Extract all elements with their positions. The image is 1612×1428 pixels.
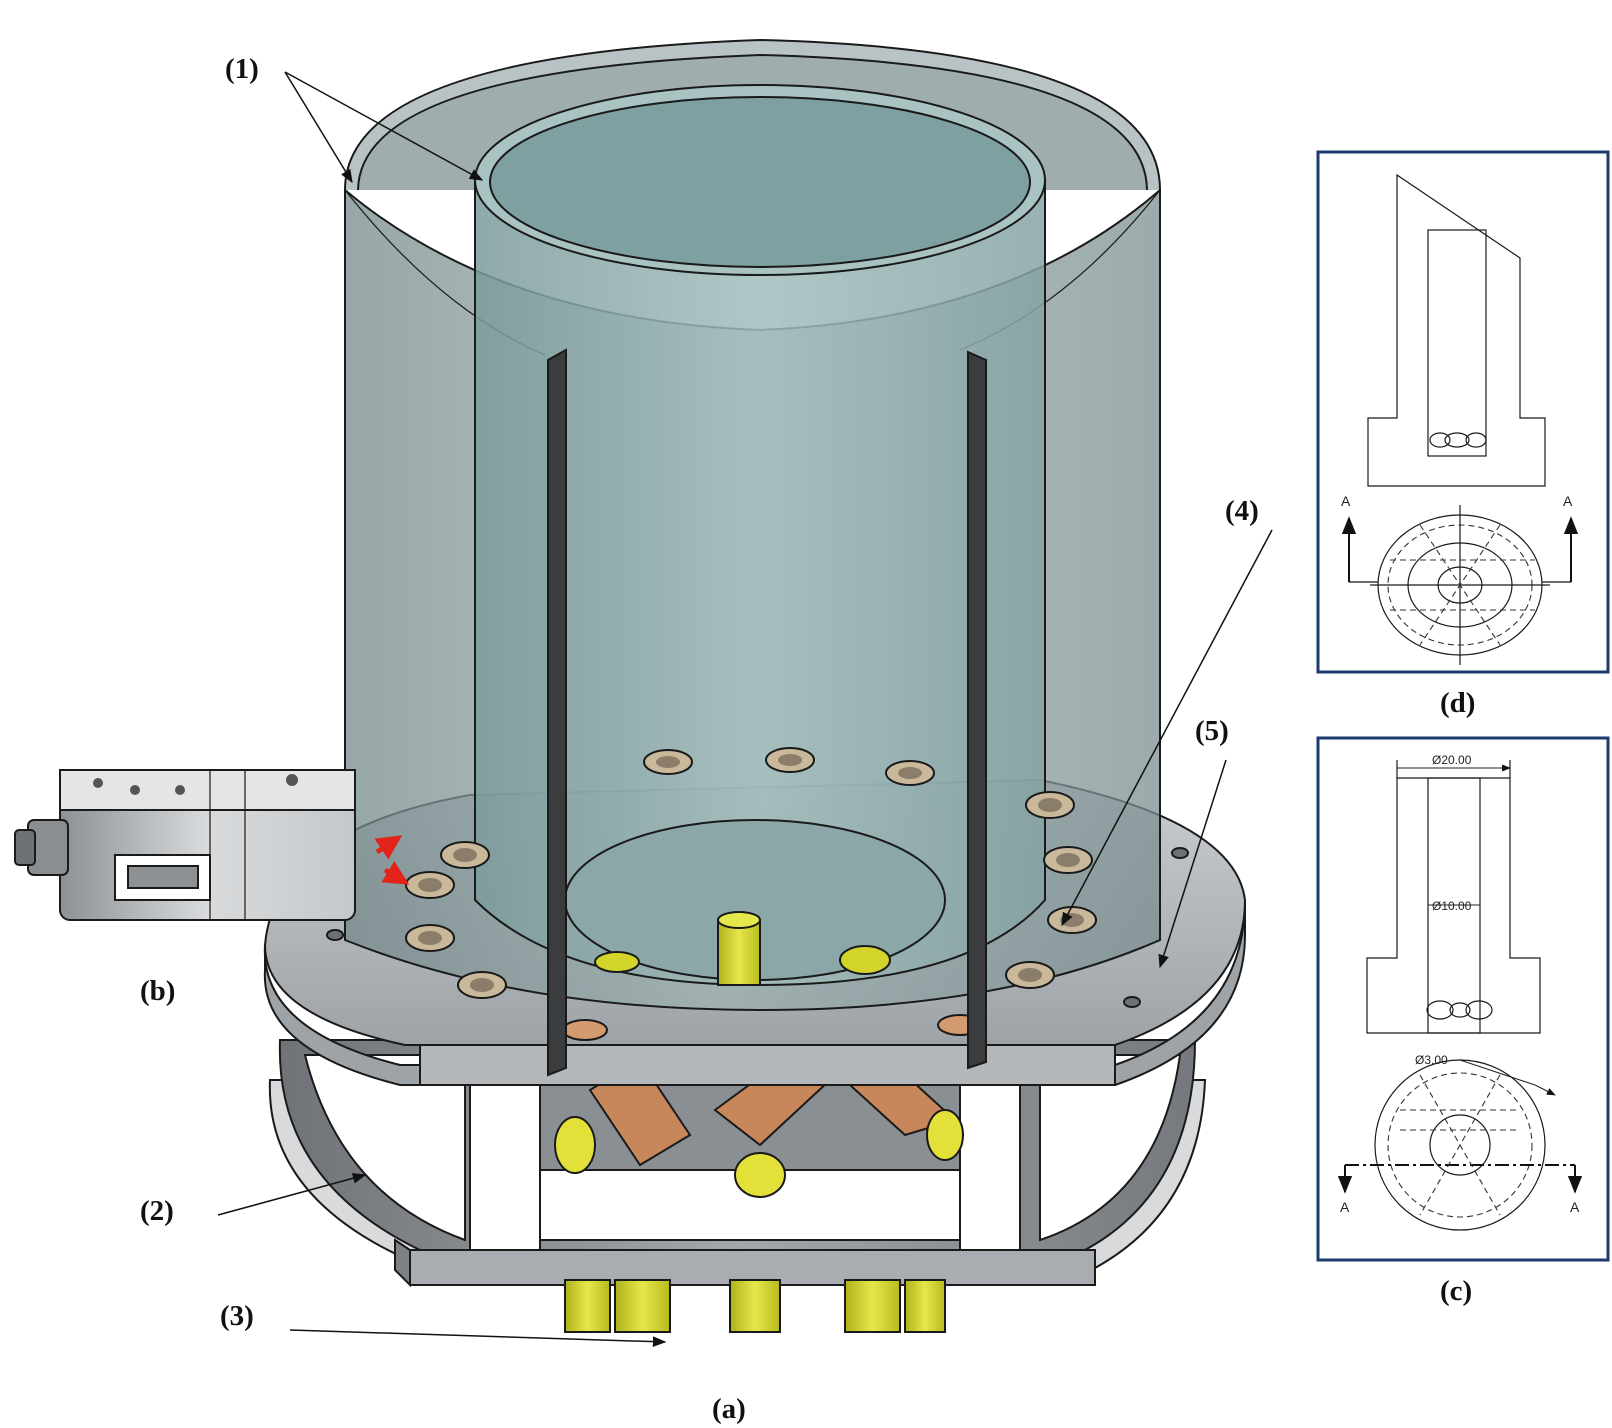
fuel-supply-tubes [564,1279,946,1333]
igniter-assembly [14,769,356,921]
tube-cut-edge-left [547,348,567,1077]
label-view-c: (c) [1440,1275,1472,1307]
spark-arrow-lower [381,860,410,885]
section-mark-c-left: A [1340,1199,1350,1215]
label-view-a: (a) [712,1393,746,1425]
drawing-view-c: Ø20.00 Ø10.00 Ø3.00 A A (c) [1316,736,1610,1307]
drawing-view-d: A A (d) [1316,150,1610,719]
label-view-d: (d) [1440,687,1475,719]
label-view-b: (b) [140,975,175,1007]
assembly-view-a: (1) (4) (5) (b) (2) (3) (a) [14,38,1273,1425]
label-part-5: (5) [1195,715,1229,747]
label-part-3: (3) [220,1300,254,1332]
section-mark-d-right: A [1563,493,1573,509]
dim-inner-diameter: Ø10.00 [1432,899,1472,913]
tube-cut-edge-right [967,350,987,1070]
section-mark-c-right: A [1570,1199,1580,1215]
section-mark-d-left: A [1341,493,1351,509]
label-part-1: (1) [225,53,259,85]
label-part-4: (4) [1225,495,1259,527]
label-part-2: (2) [140,1195,174,1227]
spark-arrow-upper [374,835,403,860]
leader-lines [217,71,1273,1348]
dim-outer-diameter: Ø20.00 [1432,753,1472,767]
dim-hole-diameter: Ø3.00 [1415,1053,1448,1067]
